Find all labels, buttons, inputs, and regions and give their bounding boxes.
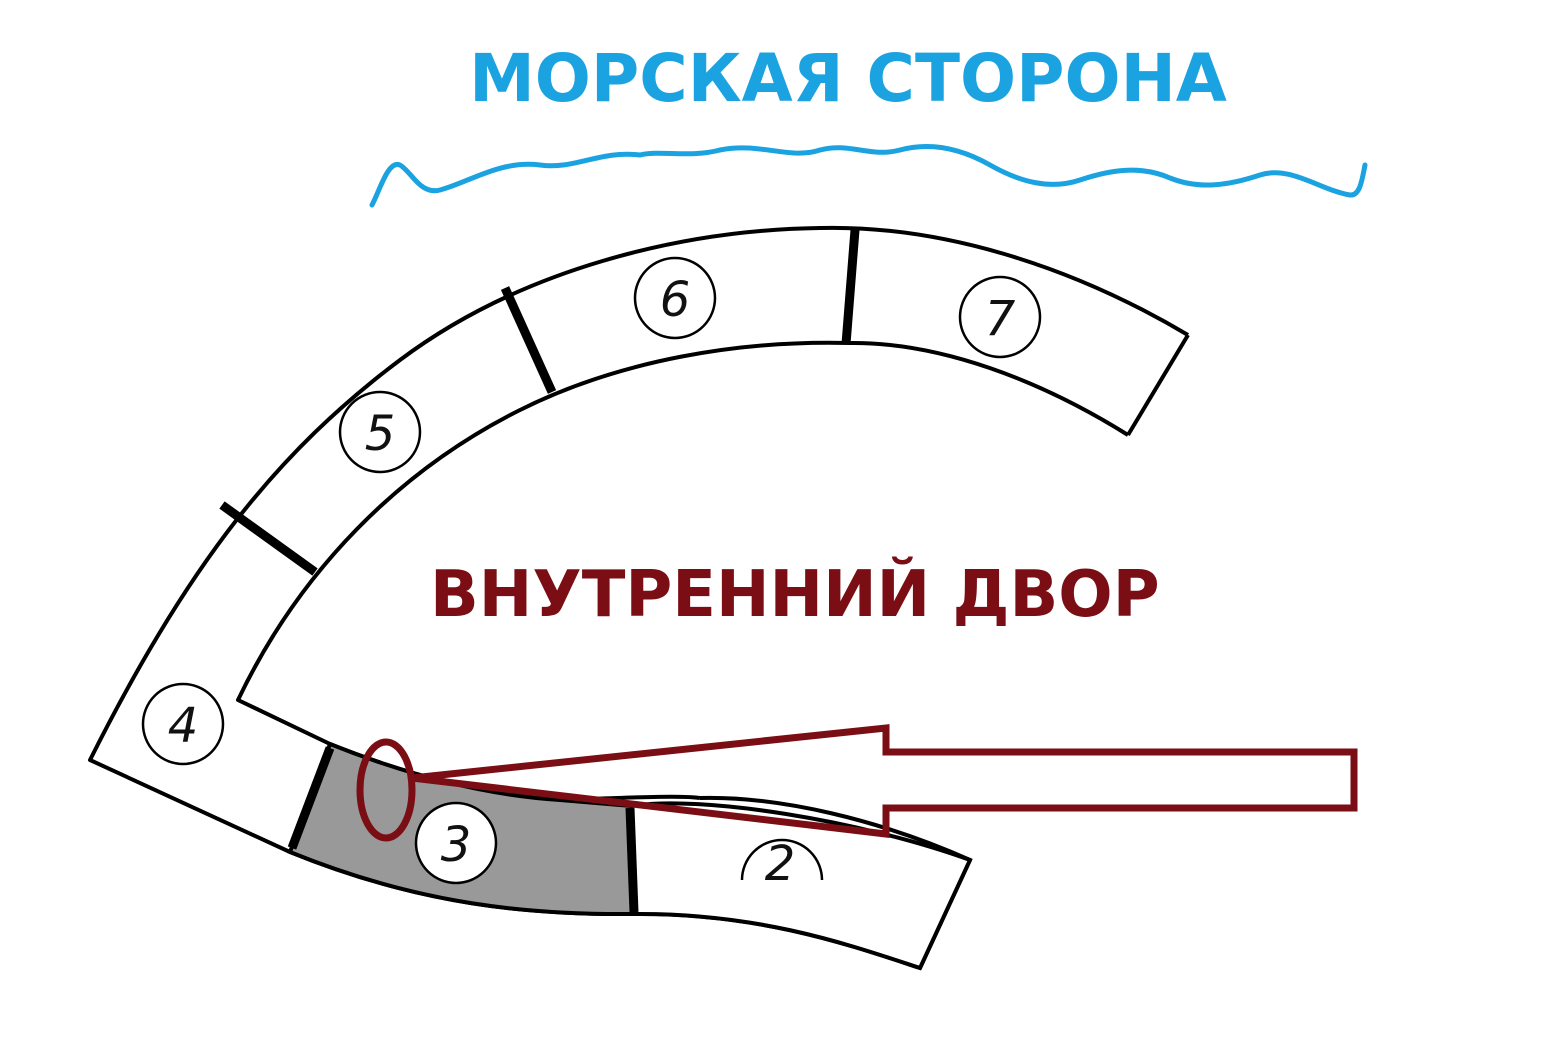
divider-2-3 bbox=[625, 807, 639, 913]
section-4-circle bbox=[141, 682, 225, 766]
section-6-number: 6 bbox=[660, 272, 691, 328]
divider-5-6 bbox=[500, 286, 557, 394]
section-2-circle bbox=[740, 838, 824, 881]
marker-ellipse bbox=[356, 738, 416, 842]
sea-side-label: МОРСКАЯ СТОРОНА bbox=[469, 40, 1227, 117]
wing-end-7 bbox=[1126, 333, 1190, 437]
pointer-arrow bbox=[411, 724, 1358, 838]
divider-3-4 bbox=[287, 746, 335, 850]
sea-wave-line bbox=[369, 144, 1368, 208]
section-3-number: 3 bbox=[441, 817, 472, 873]
section-5-circle bbox=[338, 390, 422, 474]
divider-6-7 bbox=[841, 229, 860, 345]
divider-4-5 bbox=[219, 501, 318, 576]
section-2-body bbox=[629, 801, 973, 971]
section-7-number: 7 bbox=[985, 291, 1016, 347]
section-3-circle bbox=[414, 801, 498, 885]
courtyard-label: ВНУТРЕННИЙ ДВОР bbox=[430, 558, 1160, 632]
section-6-circle bbox=[633, 256, 717, 340]
section-4-number: 4 bbox=[168, 698, 199, 754]
section-2-number: 2 bbox=[765, 836, 796, 892]
section-5-number: 5 bbox=[365, 406, 396, 462]
section-7-circle bbox=[958, 275, 1042, 359]
